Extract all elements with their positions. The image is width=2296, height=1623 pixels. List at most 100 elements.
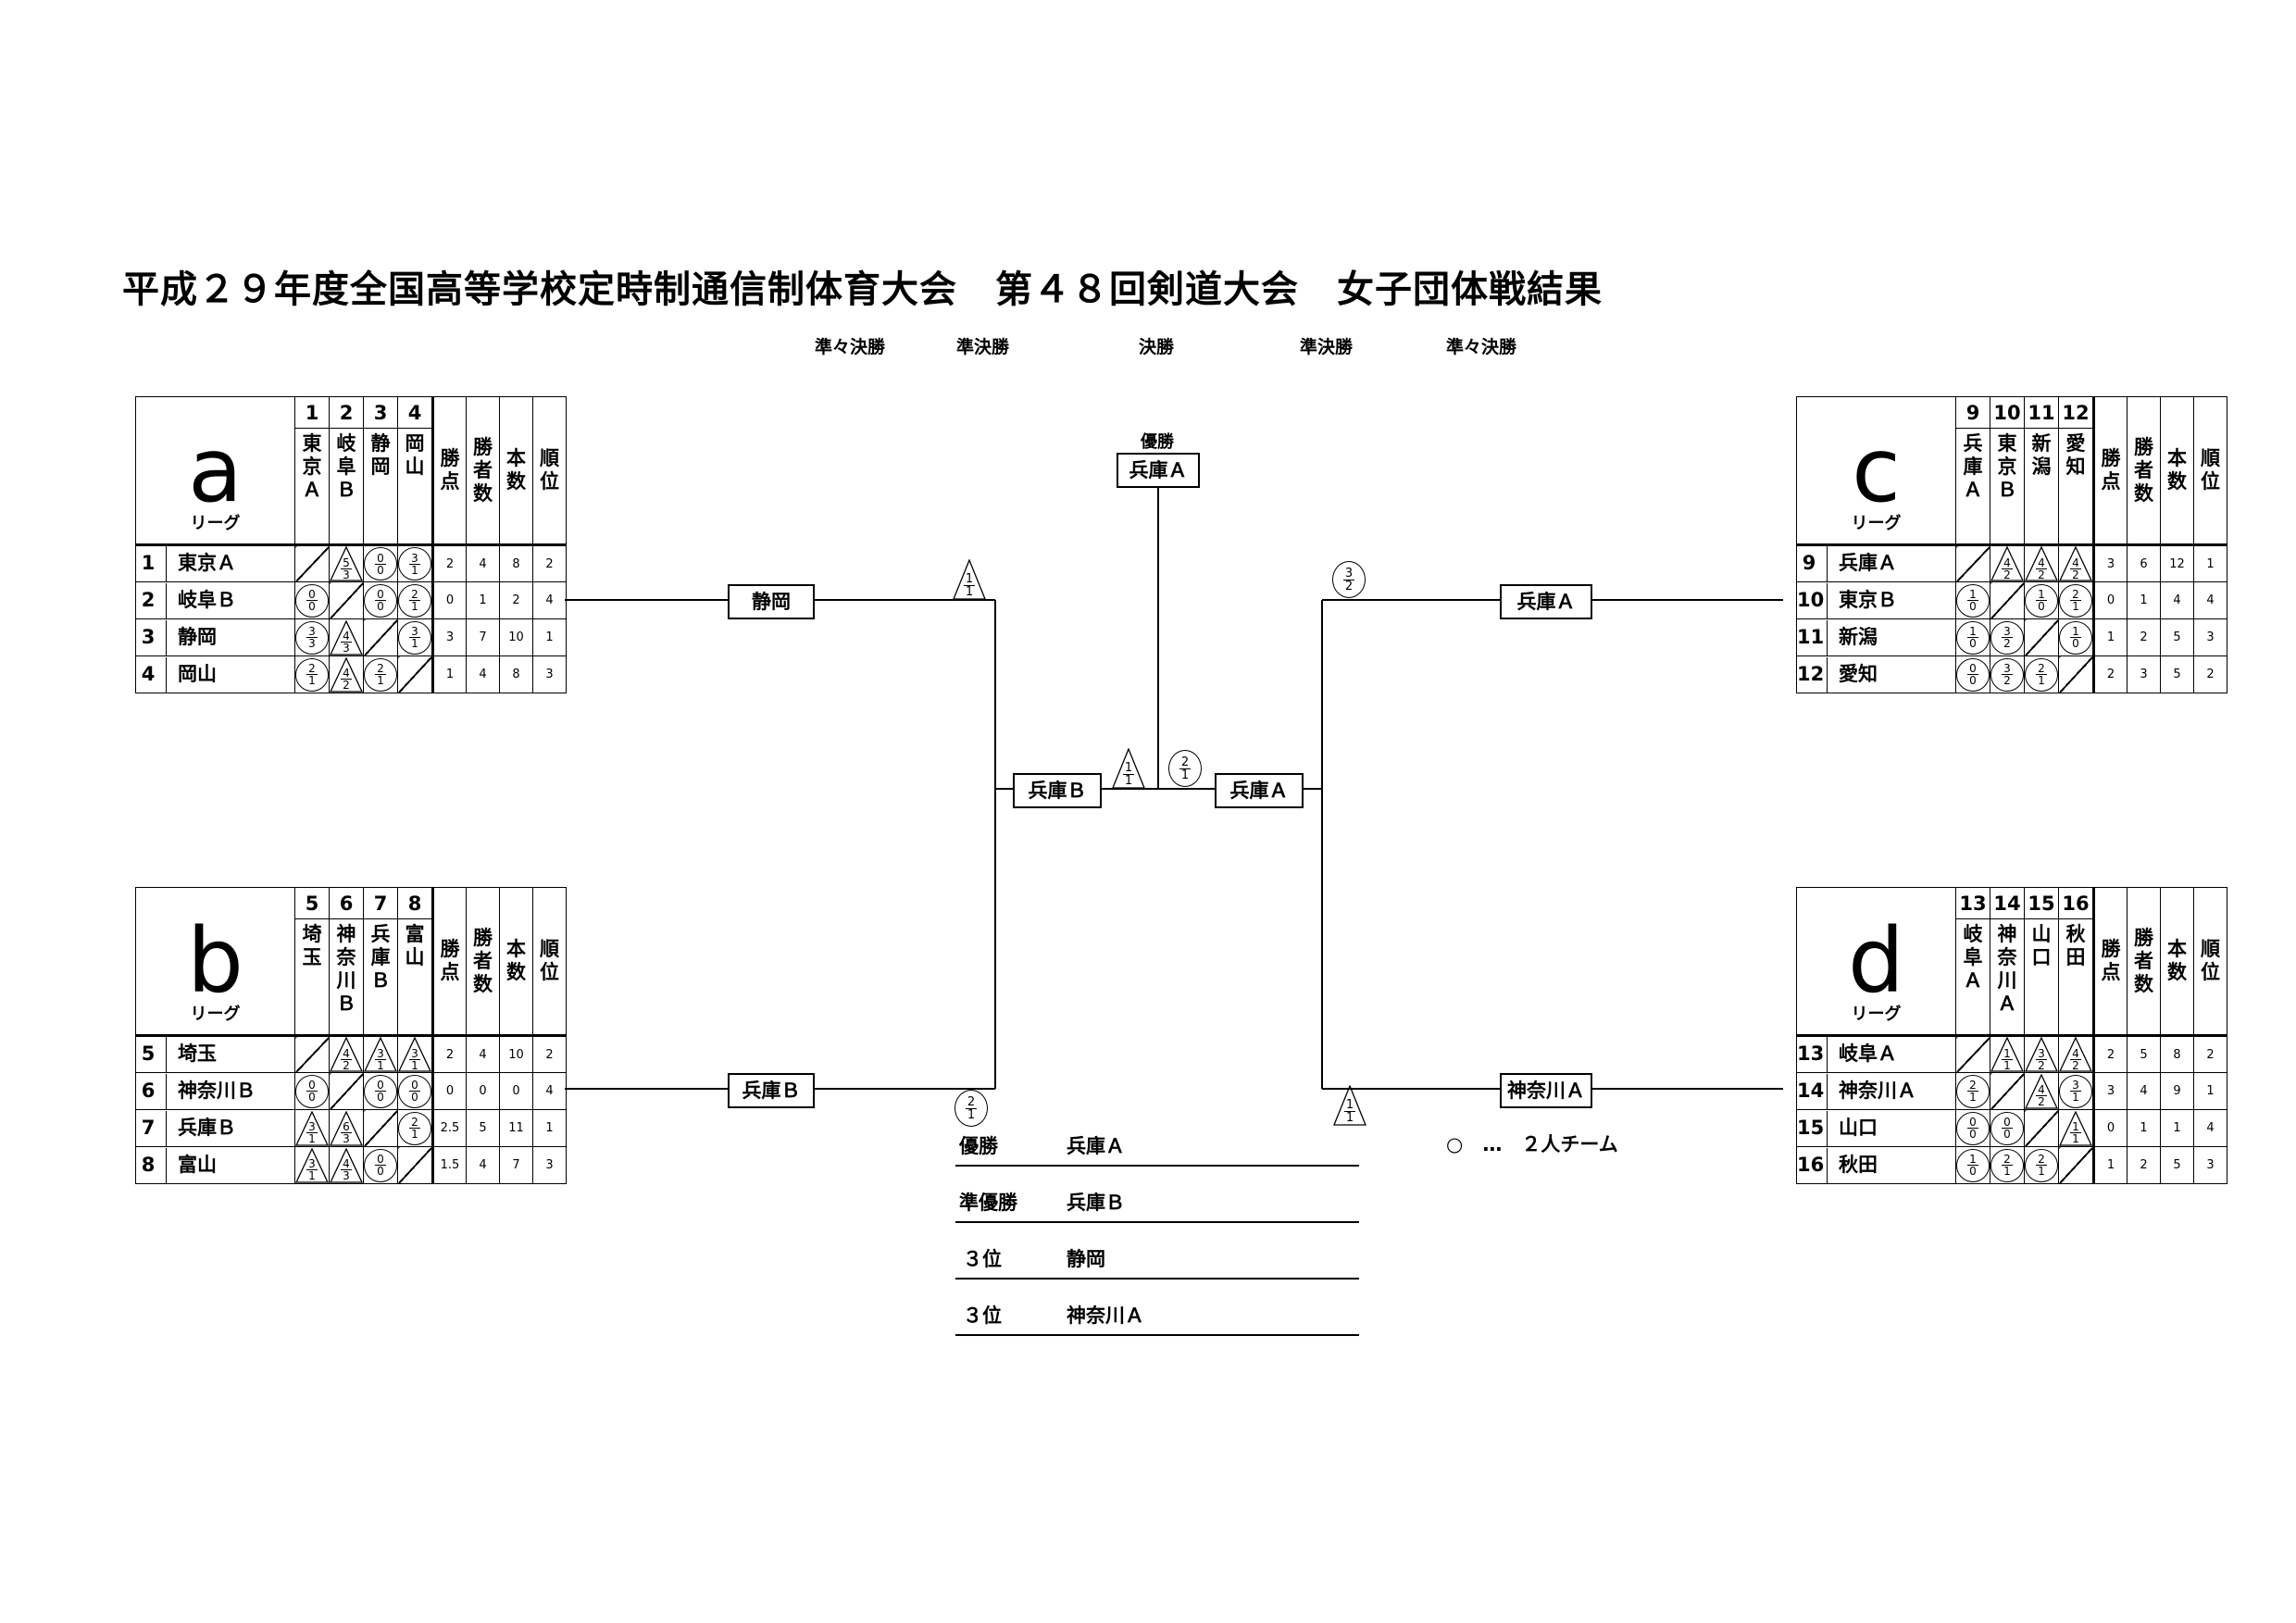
score-top: 3 [1342,566,1355,581]
score-bottom: 0 [308,600,316,613]
stat-header-char: 点 [440,470,460,493]
team-name: 岡山 [178,662,217,685]
round-label-qf-right: 準々決勝 [1446,337,1517,357]
team-header-char: 京 [302,456,322,478]
score-top: 2 [375,662,386,675]
score-bottom: 1 [1180,768,1190,782]
self-match-cell [363,1109,398,1147]
stat-header-char: 順 [540,938,559,960]
stat-win_points: 0 [431,581,467,619]
stat-header-char: 本 [506,447,526,469]
league-letter: c [1852,418,1901,522]
team-name: 静岡 [178,625,217,648]
page-title: 平成２９年度全国高等学校定時制通信制体育大会 第４８回剣道大会 女子団体戦結果 [122,268,1603,311]
score-top: 3 [2002,625,2013,638]
result-team: 静岡 [1067,1248,1105,1270]
score-top: 2 [2002,1153,2013,1166]
team-number-header: 15 [2024,887,2059,919]
triangle-icon [330,619,363,655]
team-header-char: 奈 [1997,946,2017,968]
stat-rank: 2 [532,543,567,582]
name-separator [166,546,178,581]
score-bottom: 0 [2003,1128,2011,1141]
stat-rank: 1 [2193,543,2227,582]
self-match-cell [294,543,330,582]
stat-header-winners: 勝者数 [2127,396,2161,545]
triangle-icon [2025,1037,2058,1072]
stat-header-char: 勝 [473,435,493,458]
score-top: 2 [306,662,318,675]
name-separator [1827,1147,1839,1183]
team-number: 5 [141,1042,156,1065]
result-place: ３位 [963,1305,1002,1327]
score-top: 0 [2002,1116,2013,1129]
stat-header-char: 位 [2201,961,2220,983]
triangle-icon [1990,546,2024,581]
team-header-char: 静 [370,432,391,455]
team-name: 神奈川Ａ [1839,1079,1916,1102]
score-bottom: 1 [308,1169,316,1182]
team-number: 8 [141,1153,156,1176]
team-number-header: 1 [294,396,330,429]
team-column-header: 新潟 [2024,428,2059,545]
stat-winners: 2 [2127,1146,2161,1184]
team-header-char: Ｂ [336,993,356,1015]
team-name: 埼玉 [178,1042,217,1065]
team-number: 9 [1802,552,1816,574]
stat-header-char: 数 [473,972,493,995]
team-header-char: 阜 [1963,946,1983,968]
score-top: 3 [2036,1046,2047,1060]
stat-header-rank: 順位 [532,887,567,1036]
score-bottom: 1 [2038,1165,2045,1178]
stat-header-winners: 勝者数 [466,396,500,545]
stat-header-char: 者 [2134,949,2153,972]
league-letter: b [187,909,243,1013]
league-letter: d [1848,909,1904,1013]
name-separator [1827,1037,1839,1072]
stat-winners: 7 [466,618,500,656]
result-row-3: ３位 静岡 [955,1235,1359,1280]
team-number-header: 13 [1955,887,1990,919]
score-top: 4 [341,1157,352,1170]
score-top: 0 [375,588,386,601]
stat-header-char: 数 [2167,470,2187,493]
stat-rank: 2 [532,1034,567,1073]
stat-points: 5 [2160,655,2194,693]
stat-header-char: 勝 [2101,447,2121,469]
team-header-char: 愛 [2065,432,2086,455]
stat-rank: 3 [2193,618,2227,656]
team-header-char: 岐 [336,432,356,455]
score-top: 2 [2036,1153,2047,1166]
score-bottom: 0 [1969,1165,1977,1178]
score-top: 3 [306,625,318,638]
score-top: 3 [2070,1079,2081,1092]
score-bottom: 0 [308,1091,316,1104]
stat-header-char: 数 [2134,481,2153,505]
score-bottom: 2 [2072,568,2079,581]
